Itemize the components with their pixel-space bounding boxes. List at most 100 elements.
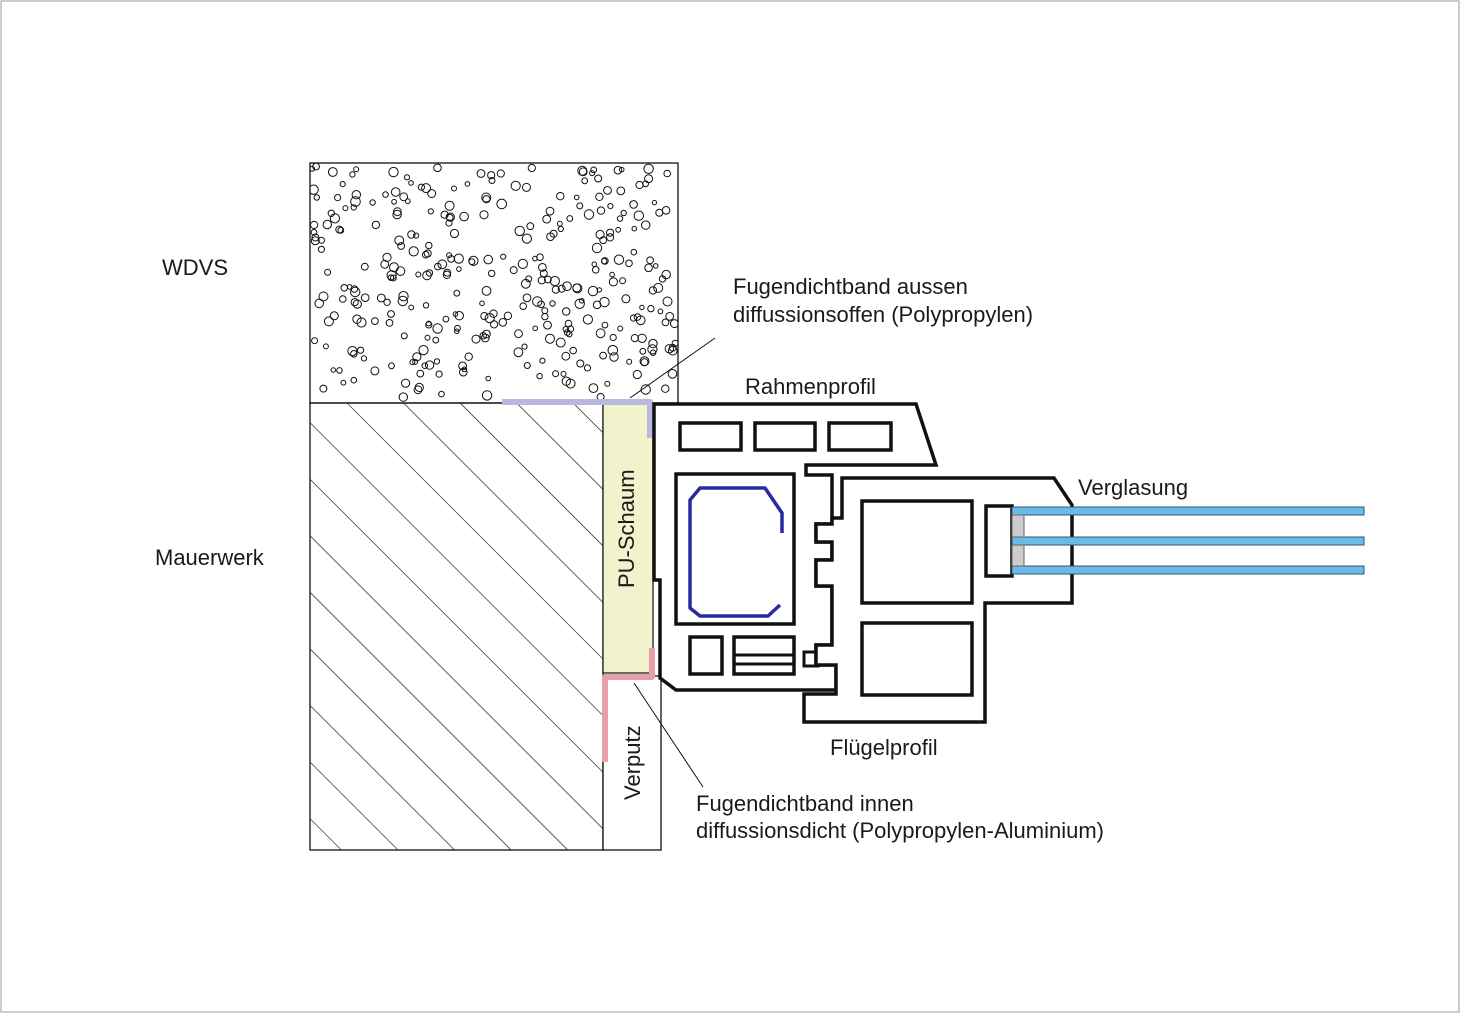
insulation-bubble bbox=[442, 315, 450, 323]
insulation-bubble bbox=[425, 269, 434, 277]
insulation-bubble bbox=[371, 317, 379, 326]
frame-chamber bbox=[753, 421, 817, 452]
insulation-bubble bbox=[663, 169, 672, 178]
insulation-bubble bbox=[322, 219, 332, 230]
insulation-bubble bbox=[519, 302, 528, 311]
insulation-bubble bbox=[629, 314, 638, 322]
label-wdvs: WDVS bbox=[162, 255, 228, 280]
insulation-bubble bbox=[588, 383, 599, 394]
insulation-bubble bbox=[582, 314, 594, 325]
insulation-bubble bbox=[403, 174, 411, 181]
label-fugendichtband-innen-line2: diffussionsdicht (Polypropylen-Aluminium… bbox=[696, 818, 1104, 843]
insulation-bubble bbox=[360, 355, 368, 362]
insulation-bubble bbox=[581, 177, 589, 185]
insulation-bubble bbox=[380, 259, 390, 269]
insulation-bubble bbox=[413, 385, 423, 395]
insulation-bubble bbox=[336, 367, 343, 374]
insulation-bubble bbox=[318, 236, 325, 244]
insulation-bubble bbox=[549, 300, 556, 307]
insulation-bubble bbox=[327, 209, 335, 218]
insulation-bubble bbox=[619, 277, 627, 285]
insulation-bubble bbox=[583, 209, 595, 220]
insulation-bubble bbox=[521, 233, 533, 244]
insulation-bubble bbox=[639, 347, 647, 355]
insulation-bubble bbox=[639, 304, 645, 311]
insulation-bubble bbox=[487, 171, 496, 180]
insulation-bubble bbox=[587, 285, 599, 297]
insulation-bubble bbox=[633, 313, 642, 321]
insulation-bubble bbox=[488, 269, 496, 278]
insulation-bubble bbox=[350, 196, 361, 207]
insulation-bubble bbox=[640, 358, 649, 367]
insulation-bubble bbox=[648, 338, 658, 349]
insulation-bubble bbox=[613, 254, 625, 265]
insulation-bubble bbox=[313, 194, 320, 201]
insulation-bubble bbox=[433, 163, 442, 173]
insulation-bubble bbox=[646, 256, 654, 265]
insulation-bubble bbox=[503, 311, 513, 320]
insulation-bubble bbox=[427, 189, 437, 198]
glass-pane bbox=[1011, 536, 1365, 546]
insulation-bubble bbox=[347, 346, 358, 357]
insulation-bubble bbox=[631, 225, 638, 232]
insulation-bubble bbox=[459, 211, 469, 222]
insulation-bubble bbox=[409, 359, 416, 366]
insulation-bubble bbox=[514, 329, 523, 339]
insulation-bubble bbox=[412, 352, 422, 362]
insulation-bubble bbox=[310, 220, 319, 230]
insulation-bubble bbox=[552, 370, 560, 378]
insulation-bubble bbox=[514, 225, 525, 237]
insulation-bubble bbox=[424, 334, 431, 341]
insulation-bubble bbox=[393, 207, 402, 217]
insulation-bubble bbox=[407, 230, 416, 239]
insulation-bubble bbox=[601, 321, 609, 329]
insulation-bubble bbox=[340, 379, 347, 386]
insulation-bubble bbox=[609, 271, 615, 278]
insulation-bubble bbox=[314, 298, 325, 309]
insulation-bubble bbox=[440, 210, 449, 219]
insulation-bubble bbox=[496, 198, 508, 210]
insulation-bubble bbox=[640, 384, 651, 395]
insulation-bubble bbox=[421, 250, 430, 259]
insulation-bubble bbox=[392, 209, 402, 220]
insulation-bubble bbox=[481, 286, 492, 296]
insulation-bubble bbox=[335, 225, 344, 234]
insulation-bubble bbox=[594, 174, 603, 183]
insulation-bubble bbox=[433, 358, 441, 365]
insulation-bubble bbox=[661, 206, 671, 215]
insulation-bubble bbox=[661, 269, 671, 280]
insulation-bubble bbox=[527, 163, 536, 173]
insulation-bubble bbox=[579, 298, 585, 304]
insulation-bubble bbox=[616, 186, 626, 196]
insulation-bubble bbox=[488, 177, 496, 184]
insulation-bubble bbox=[577, 165, 588, 176]
insulation-texture bbox=[310, 163, 678, 402]
insulation-bubble bbox=[665, 312, 675, 321]
label-fugendichtband-aussen-line2: diffussionsoffen (Polypropylen) bbox=[733, 302, 1033, 327]
insulation-bubble bbox=[595, 192, 604, 202]
insulation-bubble bbox=[617, 325, 624, 332]
insulation-bubble bbox=[525, 275, 533, 283]
insulation-bubble bbox=[350, 350, 358, 358]
insulation-bubble bbox=[370, 366, 380, 376]
label-fugendichtband-innen-line1: Fugendichtband innen bbox=[696, 791, 914, 816]
insulation-bubble bbox=[509, 266, 518, 275]
insulation-bubble bbox=[480, 333, 490, 343]
insulation-bubble bbox=[390, 274, 397, 282]
label-fugendichtband-aussen-line1: Fugendichtband aussen bbox=[733, 274, 968, 299]
insulation-bubble bbox=[353, 166, 360, 173]
insulation-bubble bbox=[454, 311, 464, 321]
insulation-bubble bbox=[468, 255, 479, 266]
insulation-bubble bbox=[564, 319, 573, 328]
insulation-bubble bbox=[482, 195, 491, 204]
insulation-bubble bbox=[532, 325, 539, 332]
insulation-bubble bbox=[607, 345, 619, 356]
insulation-bubble bbox=[408, 304, 415, 311]
insulation-bubble bbox=[310, 236, 320, 246]
insulation-bubble bbox=[572, 283, 583, 294]
insulation-bubble bbox=[562, 307, 571, 316]
insulation-bubble bbox=[445, 219, 453, 227]
insulation-bubble bbox=[399, 192, 409, 202]
insulation-bubble bbox=[523, 362, 531, 369]
insulation-bubble bbox=[310, 165, 316, 172]
